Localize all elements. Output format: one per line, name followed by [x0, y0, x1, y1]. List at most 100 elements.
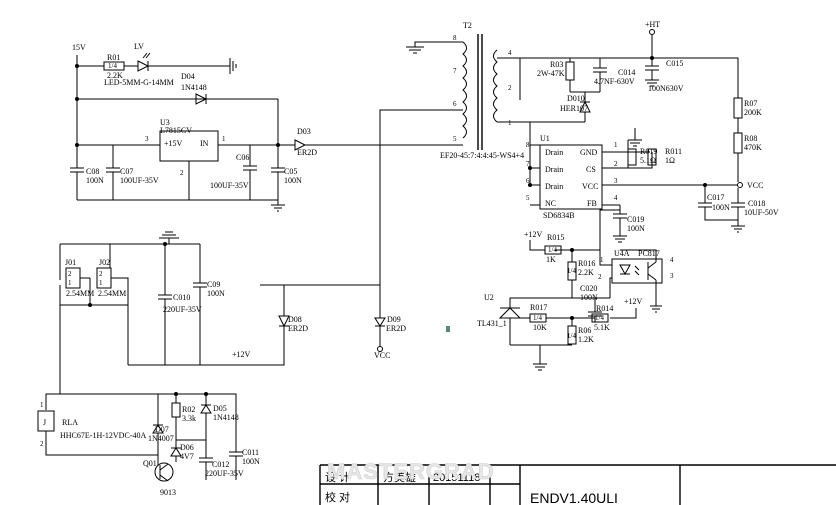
r016-tol: 1/4: [567, 267, 576, 275]
r08-name: R08: [744, 134, 757, 143]
t2-pin8: 8: [453, 34, 457, 42]
junction-dot: [88, 303, 92, 307]
u1-pin-r1: GND: [580, 148, 598, 157]
r07-name: R07: [744, 99, 757, 108]
net-15v-label: 15V: [72, 43, 86, 52]
d04-part: 1N4148: [181, 83, 207, 92]
u3-pin-in: IN: [200, 139, 209, 148]
u1-pin-r4: FB: [587, 199, 597, 208]
r019-name: R019: [640, 147, 657, 156]
c020-value: 100N: [580, 293, 598, 302]
d09-part: ER2D: [386, 324, 406, 333]
r02-resistor: [171, 402, 181, 418]
r06-resistor: [567, 325, 577, 345]
designer-name: 方美雄: [383, 470, 416, 484]
u2-name: U2: [484, 293, 494, 302]
transformer-t2: T2 8 7 6 5 4 2 1 EF20-45:7:4:4:45-WS4+4: [360, 21, 652, 318]
d06-part: 4V7: [180, 452, 194, 461]
rla-name: RLA: [62, 418, 78, 427]
rla-pin1: 1: [40, 401, 44, 409]
rla-part: HHC67E-1H-12VDC-40A: [60, 431, 146, 440]
watermark-text: MASTERGRAD: [327, 459, 495, 484]
r07-value: 200K: [744, 108, 762, 117]
u4a-optocoupler: [611, 258, 663, 284]
t2-pin4: 4: [508, 49, 512, 57]
q01-part: 9013: [160, 488, 176, 497]
u3-pin1: 1: [222, 135, 226, 143]
r07-resistor: [733, 97, 743, 119]
u1-part: SD6834B: [543, 211, 575, 220]
t2-part: EF20-45:7:4:4:45-WS4+4: [440, 151, 524, 160]
r08-resistor: [733, 132, 743, 154]
u1-body: [539, 144, 603, 210]
junction-dot: [570, 248, 574, 252]
c015-value: 100N630V: [648, 84, 684, 93]
c018-name: C018: [748, 199, 765, 208]
c017-name: C017: [707, 193, 724, 202]
r011-value: 1Ω: [665, 156, 675, 165]
u4a-pin4: 4: [670, 256, 674, 264]
net-12v-a: +12V: [524, 230, 543, 239]
c07-value: 100UF-35V: [120, 176, 159, 185]
section-feedback: +12V R015 1/4 1K 1/4 R016 2.2K U4A PC817…: [446, 230, 674, 371]
title-block: 设 计 方美雄 20151118 校 对 ENDV1.40ULI MASTERG…: [319, 459, 836, 505]
c09-value: 100N: [207, 289, 225, 298]
u4a-pin2: 2: [598, 273, 602, 281]
u1-pin-l3: Drain: [545, 182, 563, 191]
junction-dot: [528, 166, 532, 170]
r01-res: 2.2K: [107, 71, 123, 80]
r03-name: R03: [550, 60, 563, 69]
d09-name: D09: [387, 315, 401, 324]
c012-value: 220UF-35V: [205, 469, 244, 478]
r01-name: R01: [107, 53, 120, 62]
section-15v-regulator: 15V 1/4 R01 2.2K LV LED-5MM-G-14MM D04 1…: [70, 42, 360, 212]
u4a-part: PC817: [638, 249, 660, 258]
r015-value: 1K: [546, 255, 556, 264]
r06-tol: 1/4: [567, 332, 576, 340]
c010-name: C010: [173, 293, 190, 302]
design-label: 设 计: [325, 471, 350, 484]
r03-value: 2W-47K: [537, 69, 565, 78]
drawing-number: ENDV1.40ULI: [530, 490, 618, 505]
c06-name: C06: [236, 153, 249, 162]
design-date: 20151118: [433, 472, 480, 484]
u3-pin-out: +15V: [164, 139, 183, 148]
junction-dot: [174, 392, 178, 396]
j01-name: J01: [65, 258, 76, 267]
junction-dot: [703, 183, 707, 187]
r019-value: 5.1Ω: [640, 156, 656, 165]
net-ht-label: +HT: [645, 20, 660, 29]
r019-resistor: [627, 148, 637, 166]
r02-value: 3.3k: [182, 414, 196, 423]
u1-num-5: 5: [526, 194, 530, 202]
r015-tol: 1/4: [548, 246, 557, 254]
r02-name: R02: [182, 405, 195, 414]
c014-name: C014: [618, 68, 635, 77]
c09-name: C09: [207, 280, 220, 289]
r01-value: 1/4: [108, 62, 117, 70]
u1-pin-l4: NC: [545, 199, 556, 208]
u1-num-4: 4: [614, 194, 618, 202]
junction-dot: [570, 316, 574, 320]
d05-part: 1N4148: [213, 413, 239, 422]
u1-pin-l2: Drain: [545, 165, 563, 174]
u3-pin3: 3: [145, 135, 149, 143]
junction-dot: [528, 183, 532, 187]
d010-name: D010: [567, 94, 585, 103]
c05-name: C05: [284, 167, 297, 176]
marker-square: [446, 326, 450, 332]
c06-value: 100UF-35V: [210, 181, 249, 190]
d03-name: D03: [297, 127, 311, 136]
junction-dot: [204, 392, 208, 396]
d08-part: ER2D: [288, 324, 308, 333]
rla-ref: J: [43, 418, 46, 427]
u1-num-1: 1: [614, 141, 618, 149]
c05-value: 100N: [284, 176, 302, 185]
net-vcc-bottom: VCC: [374, 351, 390, 360]
r014-value: 5.1K: [594, 323, 610, 332]
u2-part: TL431_1: [477, 319, 507, 328]
ic-u1: U1 SD6834B Drain Drain Drain NC GND CS V…: [526, 128, 682, 251]
led-part: LED-5MM-G-14MM: [104, 78, 174, 87]
j02-pin1: 1: [99, 279, 103, 287]
